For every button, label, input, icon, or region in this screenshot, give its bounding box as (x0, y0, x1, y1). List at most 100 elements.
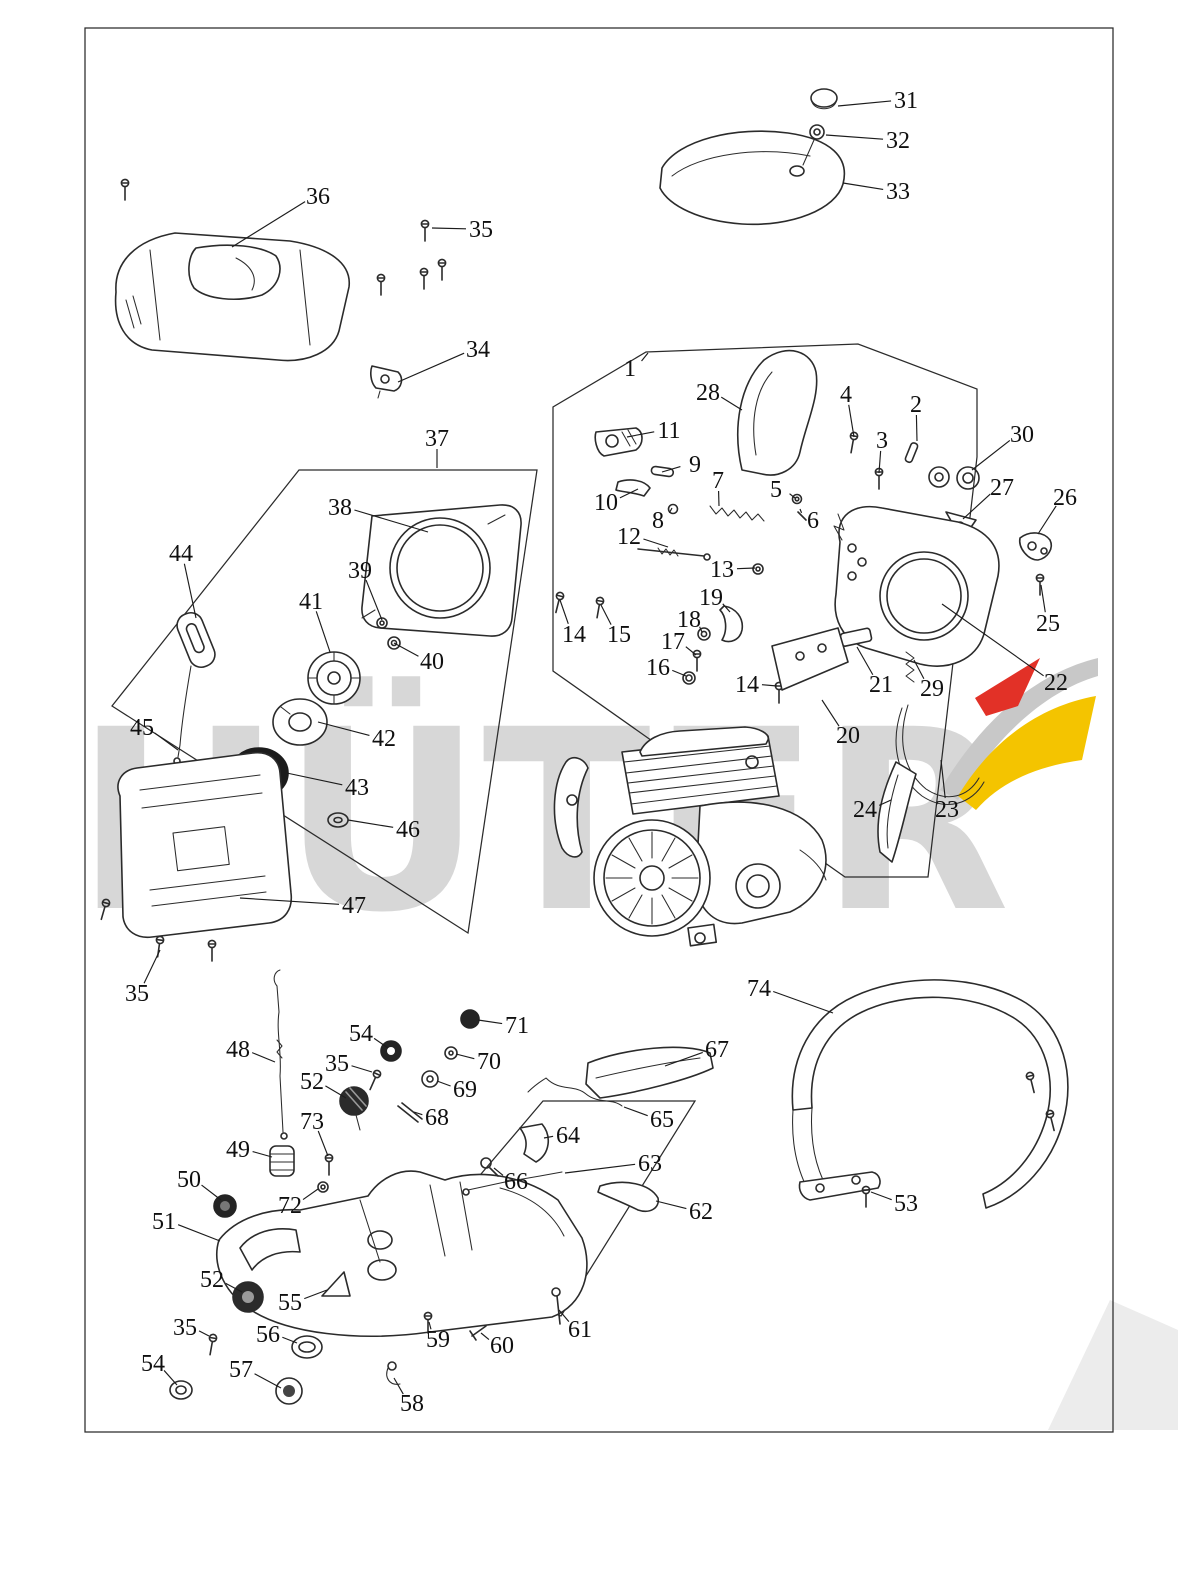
leader-line (655, 1200, 687, 1210)
pulley-41 (307, 651, 361, 705)
leader-line (225, 1282, 243, 1293)
nut-72 (317, 1181, 329, 1193)
part-number-label: 12 (617, 524, 641, 550)
part-number-label: 63 (638, 1151, 662, 1177)
crankcase (695, 801, 827, 925)
part-number-label: 64 (556, 1123, 580, 1149)
leader-line (315, 611, 331, 653)
leader-line (668, 507, 673, 514)
leader-line (870, 1191, 892, 1201)
starter-grip-44 (176, 611, 216, 669)
part-number-label: 50 (177, 1167, 201, 1193)
wire-65 (527, 1077, 623, 1107)
leader-line (799, 508, 803, 514)
part-number-label: 69 (453, 1077, 477, 1103)
leader-line (154, 732, 179, 751)
ring-54-lower (169, 1380, 193, 1400)
part-number-label: 51 (152, 1209, 176, 1235)
part-number-label: 52 (300, 1069, 324, 1095)
nut-18 (697, 627, 711, 641)
part-number-label: 71 (505, 1013, 529, 1039)
leader-line (351, 1065, 373, 1073)
boot-49 (269, 1145, 295, 1177)
part-number-label: 35 (325, 1051, 349, 1077)
washer-39 (376, 617, 388, 629)
leader-line (558, 1309, 570, 1322)
part-number-label: 72 (278, 1193, 302, 1219)
part-number-label: 39 (348, 558, 372, 584)
part-number-label: 29 (920, 676, 944, 702)
leader-line (962, 493, 991, 520)
leader-line (354, 509, 429, 533)
washer-69 (421, 1070, 439, 1088)
spring-7 (709, 505, 765, 522)
leader-line (773, 990, 834, 1014)
tank-body-51 (216, 1170, 588, 1337)
part-number-label: 27 (990, 475, 1014, 501)
bracket-11 (594, 427, 643, 457)
leader-line (1037, 505, 1057, 535)
screw-73 (324, 1153, 334, 1176)
part-number-label: 43 (345, 775, 369, 801)
leader-line (455, 1053, 475, 1060)
leader-line (393, 642, 419, 657)
part-number-label: 35 (469, 217, 493, 243)
part-number-label: 32 (886, 128, 910, 154)
part-number-label: 18 (677, 607, 701, 633)
part-number-label: 25 (1036, 611, 1060, 637)
leader-line (347, 819, 394, 828)
part-number-label: 31 (894, 88, 918, 114)
leader-line (940, 759, 946, 799)
part-number-label: 10 (594, 490, 618, 516)
part-number-label: 46 (396, 817, 420, 843)
leader-line (842, 182, 884, 190)
cap-54-upper (380, 1040, 402, 1062)
spring-case-42 (272, 698, 328, 746)
part-number-label: 42 (372, 726, 396, 752)
plate-20 (771, 627, 849, 691)
part-number-label: 36 (306, 184, 330, 210)
part-number-label: 66 (504, 1169, 528, 1195)
front-handle-74 (791, 979, 1069, 1209)
part-number-label: 19 (699, 585, 723, 611)
leader-line (304, 1289, 328, 1300)
part-number-label: 53 (894, 1191, 918, 1217)
leader-line (600, 604, 612, 625)
lever-10 (615, 479, 651, 497)
part-number-label: 15 (607, 622, 631, 648)
part-number-label: 4 (840, 382, 852, 408)
logo-gray-swoosh (940, 658, 1098, 800)
leader-line (413, 1111, 423, 1116)
leader-line (397, 352, 465, 383)
part-number-label: 38 (328, 495, 352, 521)
leader-line (664, 1051, 703, 1067)
leader-line (848, 404, 855, 438)
part-number-label: 28 (696, 380, 720, 406)
starter-cover-47 (97, 751, 293, 962)
spring-29 (905, 651, 915, 683)
cap-71 (460, 1009, 480, 1029)
part-number-label: 23 (935, 797, 959, 823)
leader-line (251, 1052, 276, 1063)
part-number-label: 67 (705, 1037, 729, 1063)
part-number-label: 41 (299, 589, 323, 615)
part-number-label: 1 (624, 356, 636, 382)
leader-line (685, 646, 697, 656)
part-number-label: 49 (226, 1137, 250, 1163)
leader-line (915, 414, 918, 442)
logo-red-flag (975, 658, 1040, 716)
part-number-label: 22 (1044, 670, 1068, 696)
pin-6 (797, 511, 807, 521)
leader-line (198, 1330, 210, 1337)
part-number-label: 26 (1053, 485, 1077, 511)
bracket-26 (1018, 532, 1053, 561)
part-number-label: 3 (876, 428, 888, 454)
part-number-label: 61 (568, 1317, 592, 1343)
leader-line (623, 1106, 648, 1117)
washer-13 (752, 563, 764, 575)
pin-66 (480, 1157, 499, 1177)
logo-yellow-swoosh (958, 696, 1096, 810)
leader-line (913, 659, 925, 680)
